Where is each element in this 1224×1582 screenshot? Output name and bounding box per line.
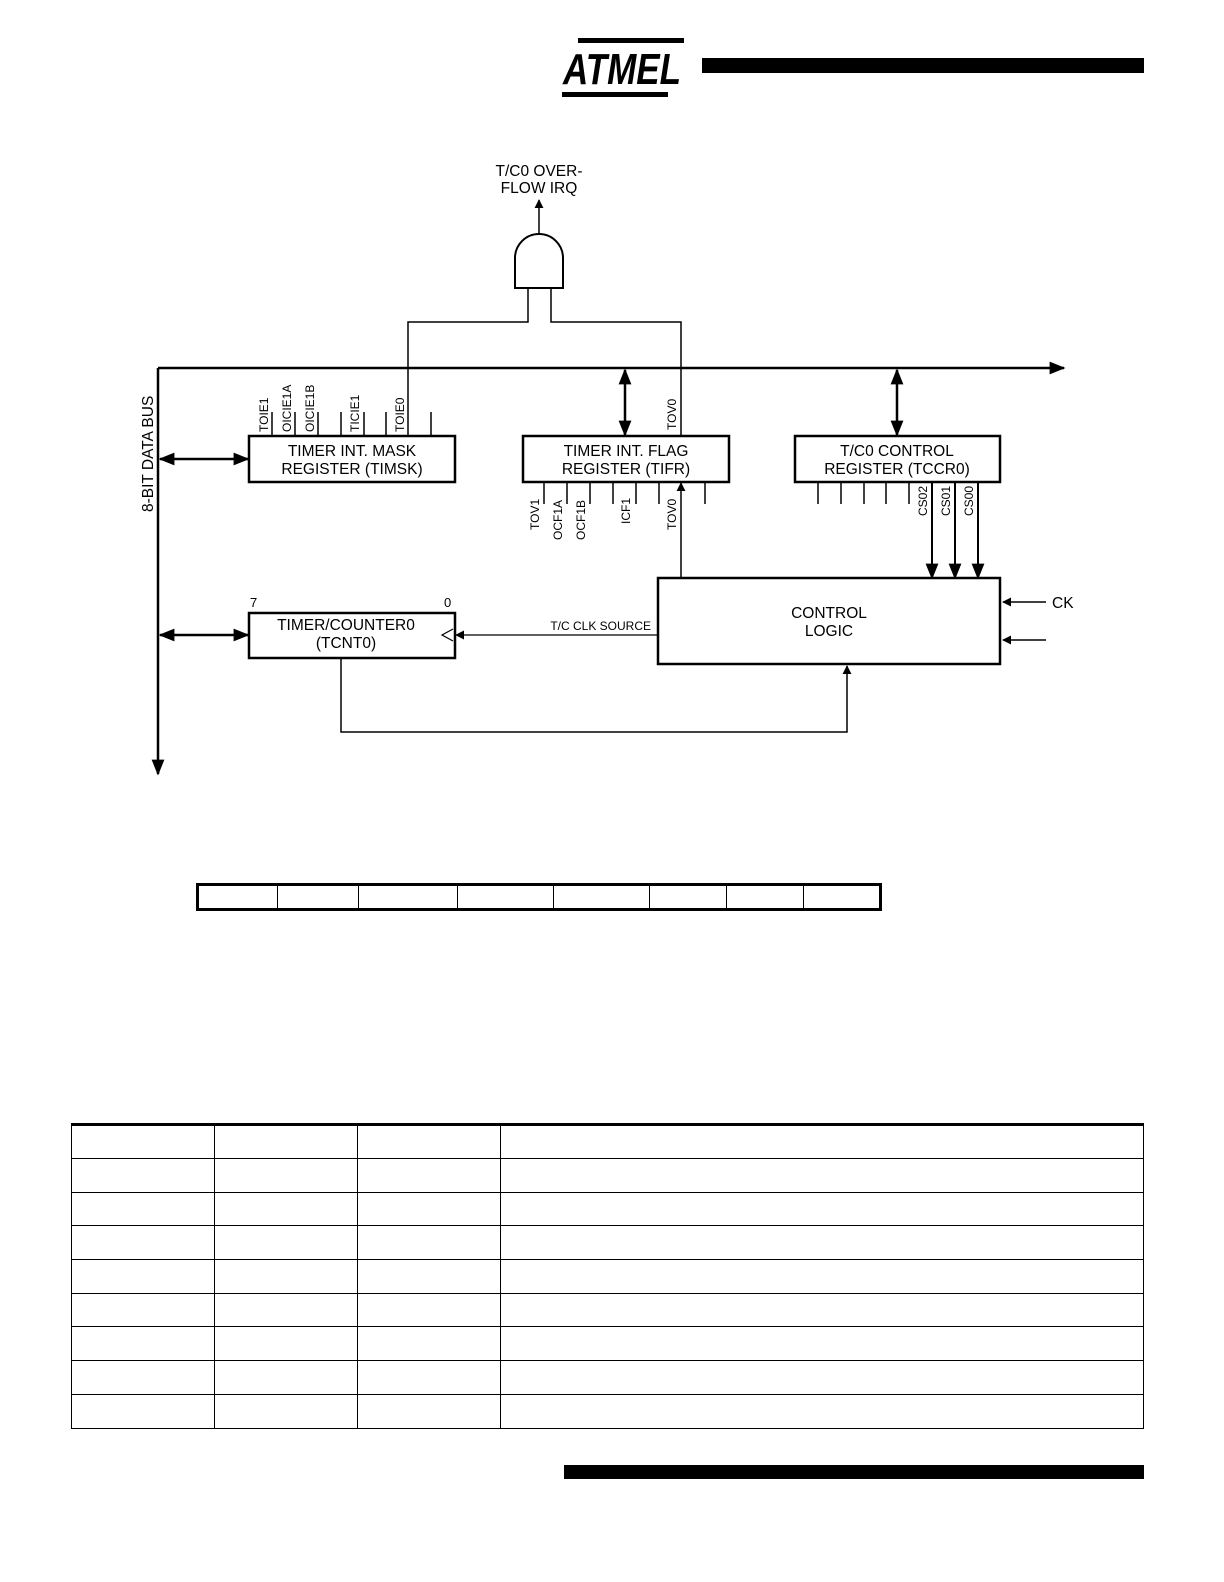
timsk-bit-toie1: TOIE1 [257, 397, 271, 432]
tifr-bit-ocf1a: OCF1A [551, 500, 565, 540]
clock-select-table [71, 1123, 1144, 1429]
table-row [71, 1393, 1144, 1429]
irq-label-line1: T/C0 OVER- [496, 163, 583, 180]
timer-counter0-block-diagram: T/C0 OVER- FLOW IRQ 8-BIT DATA BUS TIMER… [140, 163, 1074, 776]
timsk-label-line2: REGISTER (TIMSK) [281, 461, 422, 478]
table-row [71, 1259, 1144, 1294]
tccr0-register: T/C0 CONTROL REGISTER (TCCR0) CS02 CS01 … [793, 434, 1002, 580]
bit-cell [458, 886, 554, 908]
tcnt0-label-line1: TIMER/COUNTER0 [277, 617, 415, 634]
bit-cell [554, 886, 650, 908]
tifr-bit-icf1: ICF1 [619, 498, 633, 524]
bit-cell [650, 886, 727, 908]
table-row [71, 1326, 1144, 1362]
tcnt0-register: TIMER/COUNTER0 (TCNT0) 7 0 [247, 595, 457, 660]
control-logic-block: CONTROL LOGIC [656, 576, 1002, 666]
tcnt0-label-line2: (TCNT0) [316, 635, 376, 652]
timsk-label-line1: TIMER INT. MASK [288, 443, 417, 460]
tifr-bit-ocf1b: OCF1B [574, 500, 588, 540]
control-logic-line1: CONTROL [791, 605, 867, 622]
tifr-bit-tov0: TOV0 [665, 499, 679, 530]
data-bus-label: 8-BIT DATA BUS [140, 396, 157, 512]
tccr0-bit-cs02: CS02 [916, 486, 930, 516]
bit-cell [804, 886, 879, 908]
tcnt0-lsb-label: 0 [444, 595, 451, 610]
tccr0-label-line1: T/C0 CONTROL [840, 443, 954, 460]
tifr-register: TIMER INT. FLAG REGISTER (TIFR) TOV0 TOV… [521, 399, 731, 540]
tifr-bit-tov1: TOV1 [528, 499, 542, 530]
atmel-logo: ATMEL [562, 38, 684, 97]
tccr0-bit-cs00: CS00 [962, 486, 976, 516]
table-header-row [71, 1123, 1144, 1159]
register-bit-strip [196, 883, 882, 911]
tccr0-bit-cs01: CS01 [939, 486, 953, 516]
table-row [71, 1360, 1144, 1395]
irq-label-line2: FLOW IRQ [501, 180, 578, 197]
table-row [71, 1292, 1144, 1328]
bit-cell [199, 886, 278, 908]
timsk-bit-toie0: TOIE0 [393, 397, 407, 432]
tifr-label-line1: TIMER INT. FLAG [564, 443, 689, 460]
logo-text: ATMEL [562, 45, 681, 94]
table-row [71, 1191, 1144, 1227]
bus-connections [158, 368, 904, 642]
gate-input-wires [407, 288, 682, 436]
header-rule [702, 58, 1144, 73]
clk-source-line: T/C CLK SOURCE [455, 619, 657, 640]
and-gate [514, 233, 564, 289]
ck-label: CK [1052, 595, 1074, 612]
tcnt0-msb-label: 7 [250, 595, 257, 610]
table-row [71, 1225, 1144, 1261]
footer-rule [564, 1465, 1144, 1479]
data-bus: 8-BIT DATA BUS [140, 361, 1066, 776]
timsk-bit-ocie1b: OICIE1B [303, 385, 317, 432]
tifr-label-line2: REGISTER (TIFR) [562, 461, 690, 478]
timsk-bit-ticie1: TICIE1 [348, 394, 362, 432]
bit-cell [278, 886, 359, 908]
table-row [71, 1158, 1144, 1193]
overflow-irq-output: T/C0 OVER- FLOW IRQ [496, 163, 583, 234]
timsk-bit-ocie1a: OICIE1A [280, 385, 294, 432]
clock-inputs: CK [1002, 595, 1074, 645]
tccr0-label-line2: REGISTER (TCCR0) [824, 461, 970, 478]
clk-source-label: T/C CLK SOURCE [550, 619, 651, 633]
bit-cell [359, 886, 458, 908]
control-logic-line2: LOGIC [805, 623, 853, 640]
count-feedback-line [340, 658, 852, 733]
bit-cell [727, 886, 804, 908]
tifr-top-bit-tov0: TOV0 [665, 399, 679, 430]
timsk-register: TIMER INT. MASK REGISTER (TIMSK) TOIE1 O… [247, 385, 457, 484]
